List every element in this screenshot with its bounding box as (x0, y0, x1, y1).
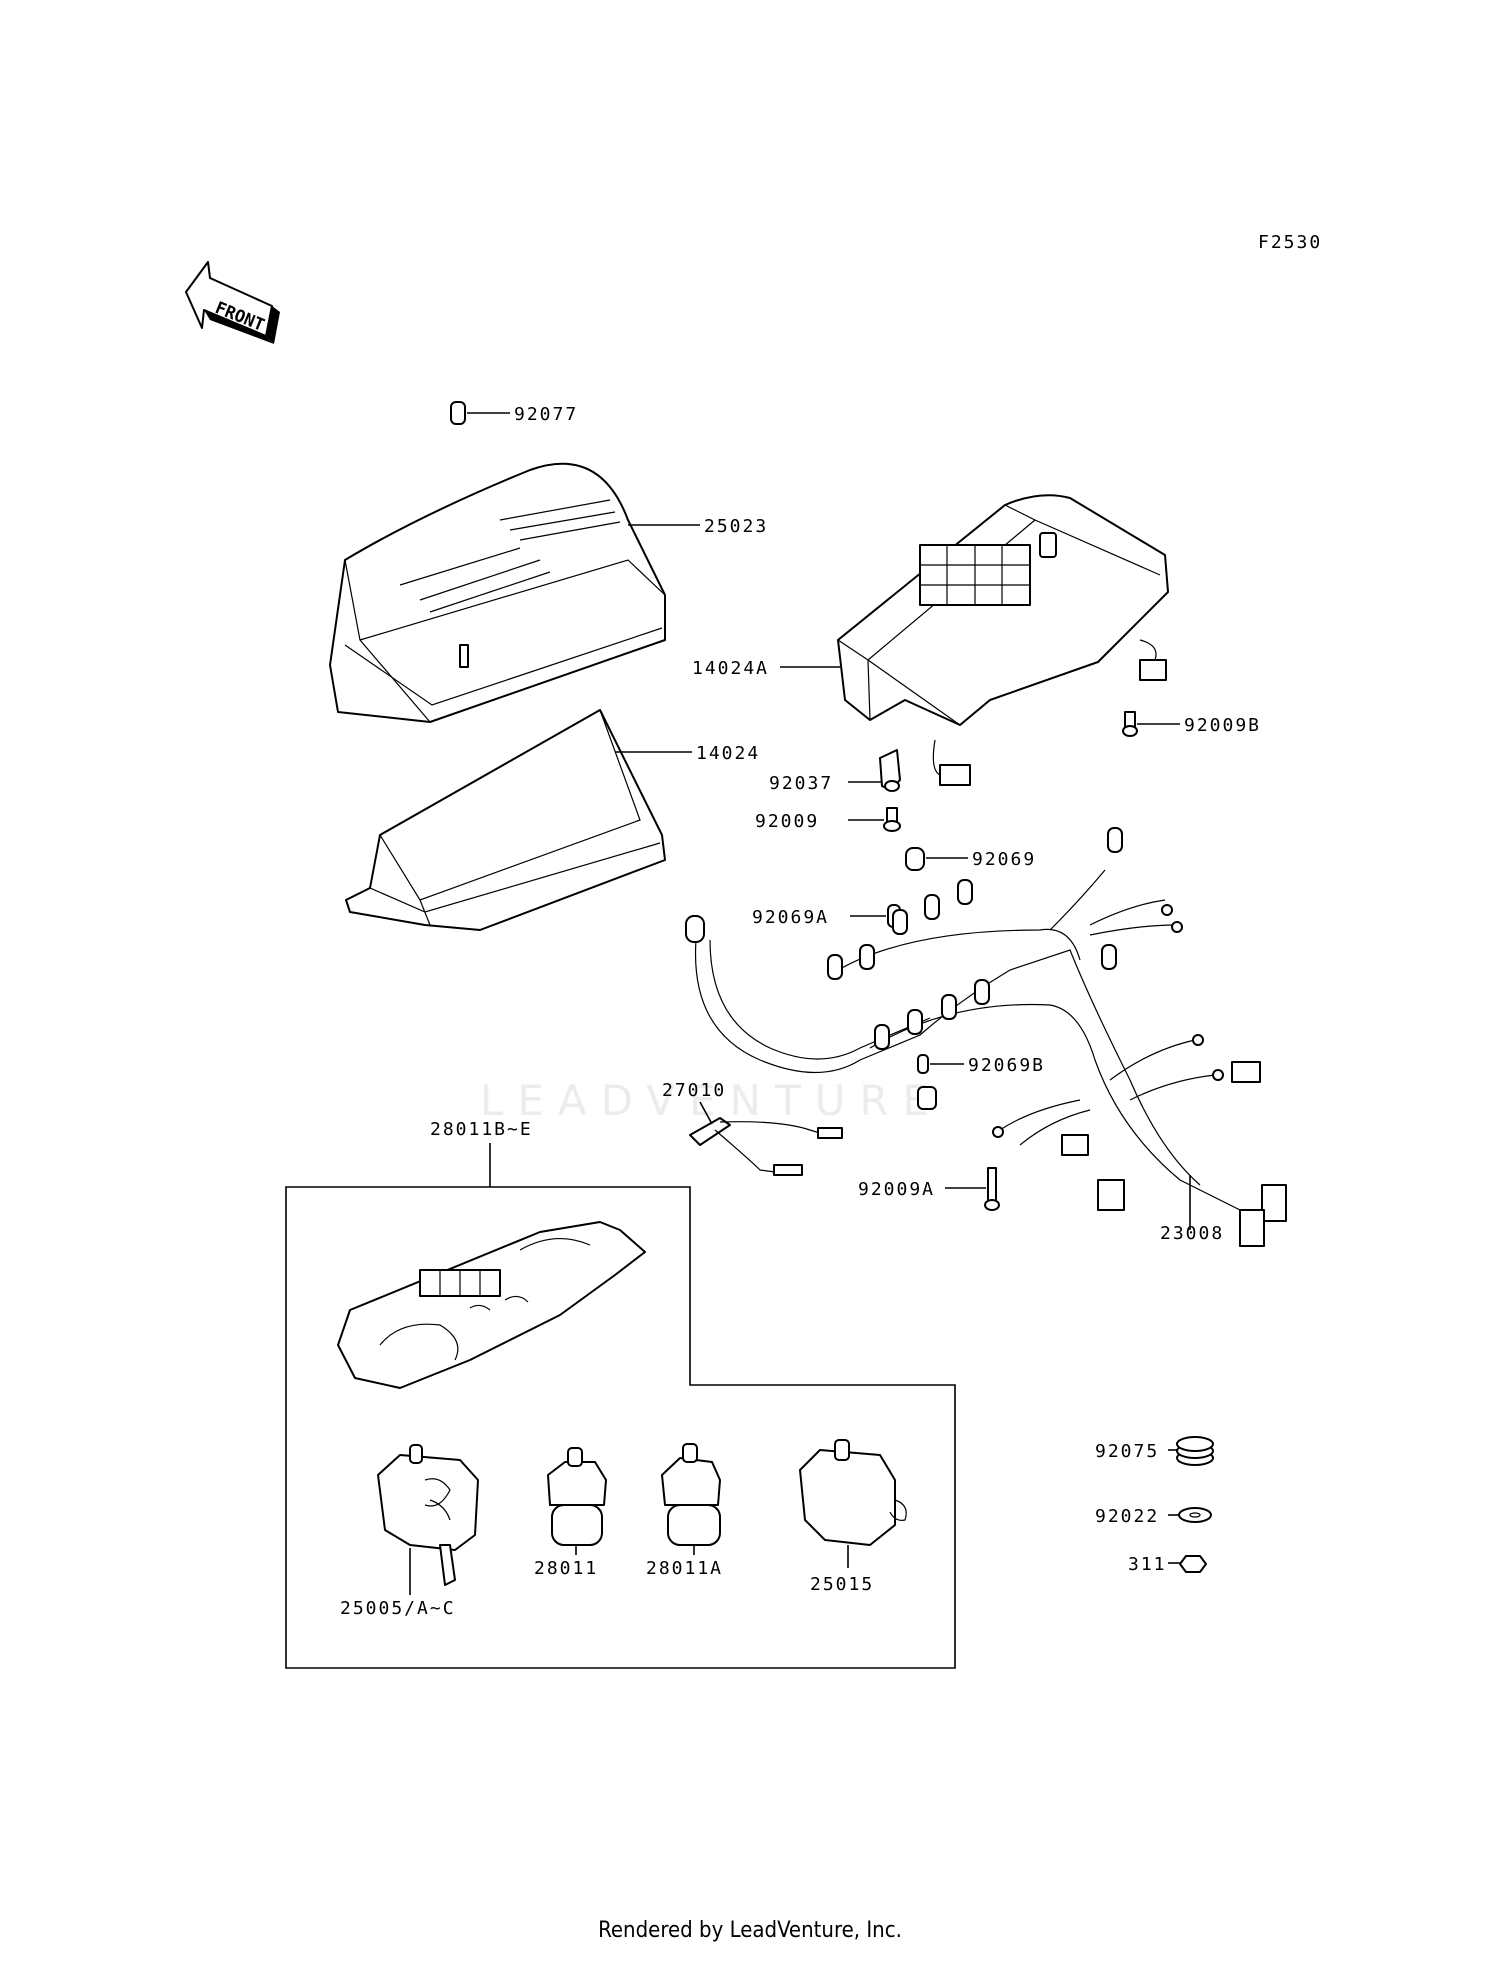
label-92037: 92037 (769, 773, 833, 794)
part-92077-icon (450, 401, 510, 425)
part-92037-clamp-icon (848, 749, 901, 792)
part-25023-meter-cover-icon (329, 462, 700, 723)
part-28011-gauge-movement-icon (547, 1447, 607, 1555)
part-14024-meter-case-icon (345, 709, 692, 931)
label-25023: 25023 (704, 516, 768, 537)
footer-credit: Rendered by LeadVenture, Inc. (598, 1918, 902, 1943)
part-23008-wiring-harness-icon (685, 827, 1287, 1247)
part-28011A-gauge-movement-icon (661, 1443, 721, 1555)
part-92022-washer-icon (1168, 1507, 1212, 1523)
label-27010: 27010 (662, 1080, 726, 1101)
kit-boundary-box (285, 1186, 956, 1669)
label-14024: 14024 (696, 743, 760, 764)
label-14024A: 14024A (692, 658, 769, 679)
part-92075-grommet-icon (1168, 1436, 1214, 1466)
part-25015-meter-unit-icon (799, 1439, 907, 1568)
label-23008: 23008 (1160, 1223, 1224, 1244)
label-311: 311 (1128, 1554, 1167, 1575)
diagram-code: F2530 (1258, 232, 1322, 253)
label-25005AC: 25005/A~C (340, 1598, 456, 1619)
label-28011A: 28011A (646, 1558, 723, 1579)
label-92077: 92077 (514, 404, 578, 425)
label-92009B: 92009B (1184, 715, 1261, 736)
part-14024A-meter-housing-icon (780, 494, 1169, 786)
part-25005-switch-icon (377, 1444, 479, 1595)
front-arrow-icon: FRONT (185, 261, 280, 344)
label-28011BE: 28011B~E (430, 1119, 533, 1140)
part-92009B-screw-icon (1122, 711, 1180, 737)
label-92069B: 92069B (968, 1055, 1045, 1076)
part-28011BE-meter-face-icon (337, 1221, 646, 1389)
label-92022: 92022 (1095, 1506, 1159, 1527)
part-27010-sensor-icon (689, 1101, 843, 1176)
part-311-nut-icon (1168, 1555, 1207, 1573)
label-25015: 25015 (810, 1574, 874, 1595)
label-28011: 28011 (534, 1558, 598, 1579)
label-92069A: 92069A (752, 907, 829, 928)
label-92009A: 92009A (858, 1179, 935, 1200)
part-92009A-screw-icon (945, 1167, 1000, 1211)
part-92069-bulb-cap-icon (905, 847, 968, 871)
watermark: LEADVENTURE (480, 1076, 944, 1125)
part-92069B-bulb-cap-icon (917, 1054, 964, 1110)
label-92009: 92009 (755, 811, 819, 832)
label-92075: 92075 (1095, 1441, 1159, 1462)
label-92069: 92069 (972, 849, 1036, 870)
part-92009-screw-icon (848, 807, 901, 832)
